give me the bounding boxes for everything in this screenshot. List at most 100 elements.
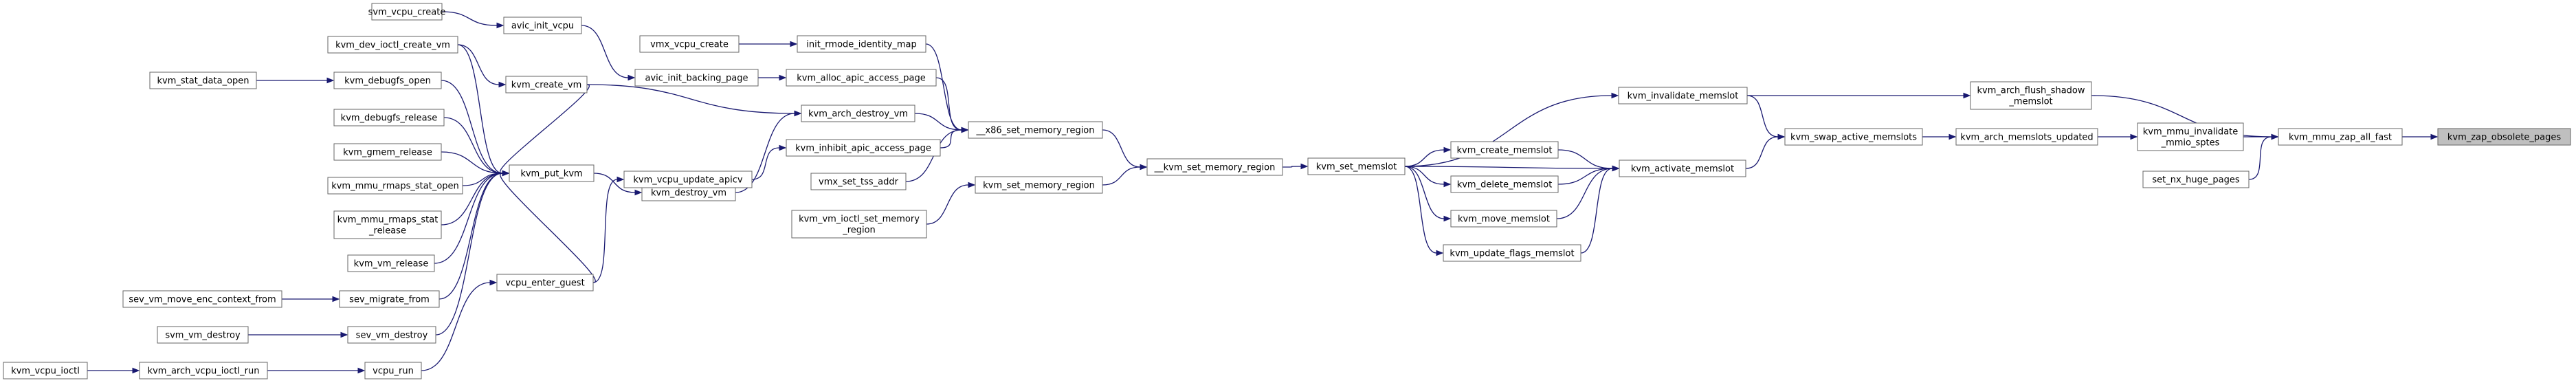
edge-line	[2248, 136, 2272, 180]
node-label: kvm_swap_active_memslots	[1790, 133, 1917, 143]
node-kvm-arch-memslots-updated[interactable]: kvm_arch_memslots_updated	[1955, 128, 2098, 146]
node-box	[1450, 175, 1559, 193]
edge-set-nx-huge-pages-to-kvm-mmu-zap-all-fast	[2248, 133, 2279, 180]
node-box	[1307, 157, 1406, 175]
node-kvm-zap-obsolete-pages[interactable]: kvm_zap_obsolete_pages	[2437, 128, 2571, 146]
edge-arrowhead	[779, 144, 787, 151]
node-kvm-arch-destroy-vm[interactable]: kvm_arch_destroy_vm	[801, 104, 915, 122]
node-box	[975, 176, 1103, 194]
node-box	[371, 3, 443, 21]
node-avic-init-backing-page[interactable]: avic_init_backing_page	[634, 69, 759, 87]
node-box	[339, 290, 440, 308]
node-kvm-mmu-rmaps-stat-open[interactable]: kvm_mmu_rmaps_stat_open	[327, 177, 463, 195]
edge-sev-vm-destroy-to-kvm-put-kvm	[435, 170, 510, 336]
node-kvm-gmem-release[interactable]: kvm_gmem_release	[333, 143, 442, 161]
node-kvm-inhibit-apic-access-page[interactable]: kvm_inhibit_apic_access_page	[786, 139, 941, 157]
node-kvm-create-vm[interactable]: kvm_create_vm	[505, 76, 588, 94]
node-kvm-put-kvm[interactable]: kvm_put_kvm	[509, 164, 595, 182]
edge-line	[441, 11, 498, 26]
node-vcpu-enter-guest[interactable]: vcpu_enter_guest	[496, 274, 594, 292]
node-label: vmx_vcpu_create	[650, 40, 729, 50]
edge-kvm-arch-destroy-vm-to-x86-set-memory-region	[914, 113, 969, 133]
node-label: kvm_vcpu_update_apicv	[633, 175, 742, 186]
node-kvm-arch-flush-shadow-memslot[interactable]: kvm_arch_flush_shadow_memslot	[1970, 81, 2092, 110]
node-label: vcpu_enter_guest	[505, 278, 584, 289]
edge-line	[751, 147, 780, 180]
edge-line	[1282, 166, 1302, 168]
node-kvm-vcpu-update-apicv[interactable]: kvm_vcpu_update_apicv	[623, 170, 753, 188]
node-svm-vm-destroy[interactable]: svm_vm_destroy	[157, 326, 249, 344]
node-kvm-debugfs-open[interactable]: kvm_debugfs_open	[333, 72, 442, 89]
node-kvm-invalidate-memslot[interactable]: kvm_invalidate_memslot	[1618, 87, 1748, 104]
node-kvm-vm-ioctl-set-memory-region[interactable]: kvm_vm_ioctl_set_memory_region	[791, 210, 927, 239]
node-label: kvm_alloc_apic_access_page	[797, 74, 925, 84]
edge-line	[1404, 166, 1437, 254]
node-kvm-set-memslot[interactable]: kvm_set_memslot	[1307, 157, 1406, 175]
node-label: vmx_set_tss_addr	[819, 177, 899, 188]
node-kvm-stat-data-open[interactable]: kvm_stat_data_open	[149, 72, 257, 89]
node-kvm-mmu-invalidate-mmio-sptes[interactable]: kvm_mmu_invalidate_mmio_sptes	[2137, 122, 2244, 151]
node-kvm-dev-ioctl-create-vm[interactable]: kvm_dev_ioctl_create_vm	[327, 36, 458, 54]
node-box	[333, 143, 442, 161]
node-label: kvm_delete_memslot	[1457, 180, 1553, 190]
node-x86-set-memory-region[interactable]: __x86_set_memory_region	[968, 121, 1103, 139]
node-kvm-debugfs-release[interactable]: kvm_debugfs_release	[333, 109, 445, 126]
edge-arrowhead	[496, 22, 504, 29]
node-kvm-arch-vcpu-ioctl-run[interactable]: kvm_arch_vcpu_ioctl_run	[139, 362, 268, 380]
edge-arrowhead	[1948, 133, 1957, 140]
edge-line	[1580, 168, 1613, 254]
node-avic-init-vcpu[interactable]: avic_init_vcpu	[503, 16, 582, 34]
node-kvm-mmu-zap-all-fast[interactable]: kvm_mmu_zap_all_fast	[2278, 128, 2403, 146]
node-kvm-delete-memslot[interactable]: kvm_delete_memslot	[1450, 175, 1559, 193]
edge-kvm-set-memory-region-to-kvm-set-memslot	[1282, 163, 1309, 170]
node-kvm-move-memslot[interactable]: kvm_move_memslot	[1450, 210, 1557, 228]
node-label: _region	[842, 226, 876, 236]
node-kvm-alloc-apic-access-page[interactable]: kvm_alloc_apic_access_page	[786, 69, 937, 87]
edge-arrowhead	[1777, 133, 1786, 140]
node-box	[3, 362, 88, 380]
edge-arrowhead	[1611, 92, 1619, 99]
node-kvm-set-memory-region[interactable]: kvm_set_memory_region	[975, 176, 1103, 194]
edge-arrowhead	[634, 189, 643, 196]
node-init-rmode-identity-map[interactable]: init_rmode_identity_map	[797, 35, 926, 53]
node-kvm-create-memslot[interactable]: kvm_create_memslot	[1450, 141, 1559, 159]
node-vmx-set-tss-addr[interactable]: vmx_set_tss_addr	[810, 173, 907, 190]
node-kvm-swap-active-memslots[interactable]: kvm_swap_active_memslots	[1784, 128, 1923, 146]
node-label: avic_init_backing_page	[645, 74, 748, 84]
edge-kvm-set-memslot-to-kvm-delete-memslot	[1404, 166, 1452, 188]
edge-line	[1557, 149, 1613, 169]
node-kvm-activate-memslot[interactable]: kvm_activate_memslot	[1619, 160, 1746, 177]
node-label: kvm_mmu_rmaps_stat	[337, 215, 438, 226]
node-kvm-update-flags-memslot[interactable]: kvm_update_flags_memslot	[1443, 244, 1581, 262]
edge-line	[1557, 168, 1613, 185]
node-kvm-set-memory-region[interactable]: __kvm_set_memory_region	[1146, 158, 1283, 176]
node-label: _mmio_sptes	[2161, 138, 2220, 148]
edge-kvm-create-vm-to-kvm-arch-destroy-vm	[586, 84, 802, 117]
node-kvm-vm-release[interactable]: kvm_vm_release	[347, 254, 435, 272]
node-box	[509, 164, 595, 182]
edge-line	[1102, 129, 1141, 168]
edge-arrowhead	[2130, 133, 2138, 140]
node-box	[157, 326, 249, 344]
node-vmx-vcpu-create[interactable]: vmx_vcpu_create	[639, 35, 740, 53]
node-box	[801, 104, 915, 122]
node-svm-vcpu-create[interactable]: svm_vcpu_create	[368, 3, 446, 21]
node-label: kvm_set_memory_region	[983, 181, 1095, 191]
edge-kvm-dev-ioctl-create-vm-to-kvm-create-vm	[457, 44, 507, 88]
node-vcpu-run[interactable]: vcpu_run	[364, 362, 422, 380]
edge-line	[500, 173, 596, 283]
node-label: sev_vm_destroy	[356, 331, 428, 341]
node-kvm-mmu-rmaps-stat-release[interactable]: kvm_mmu_rmaps_stat_release	[333, 210, 442, 239]
edge-vcpu-enter-guest-to-kvm-vcpu-update-apicv	[592, 176, 625, 283]
edge-line	[1404, 166, 1445, 219]
edge-arrowhead	[968, 182, 976, 188]
node-box	[1450, 141, 1559, 159]
node-sev-migrate-from[interactable]: sev_migrate_from	[339, 290, 440, 308]
node-set-nx-huge-pages[interactable]: set_nx_huge_pages	[2142, 170, 2250, 188]
edge-line	[914, 113, 962, 131]
edge-kvm-put-kvm-to-kvm-destroy-vm	[593, 173, 643, 196]
node-sev-vm-destroy[interactable]: sev_vm_destroy	[347, 326, 436, 344]
node-sev-vm-move-enc-context-from[interactable]: sev_vm_move_enc_context_from	[122, 290, 282, 308]
node-kvm-vcpu-ioctl[interactable]: kvm_vcpu_ioctl	[3, 362, 88, 380]
node-label: kvm_mmu_zap_all_fast	[2289, 133, 2392, 143]
